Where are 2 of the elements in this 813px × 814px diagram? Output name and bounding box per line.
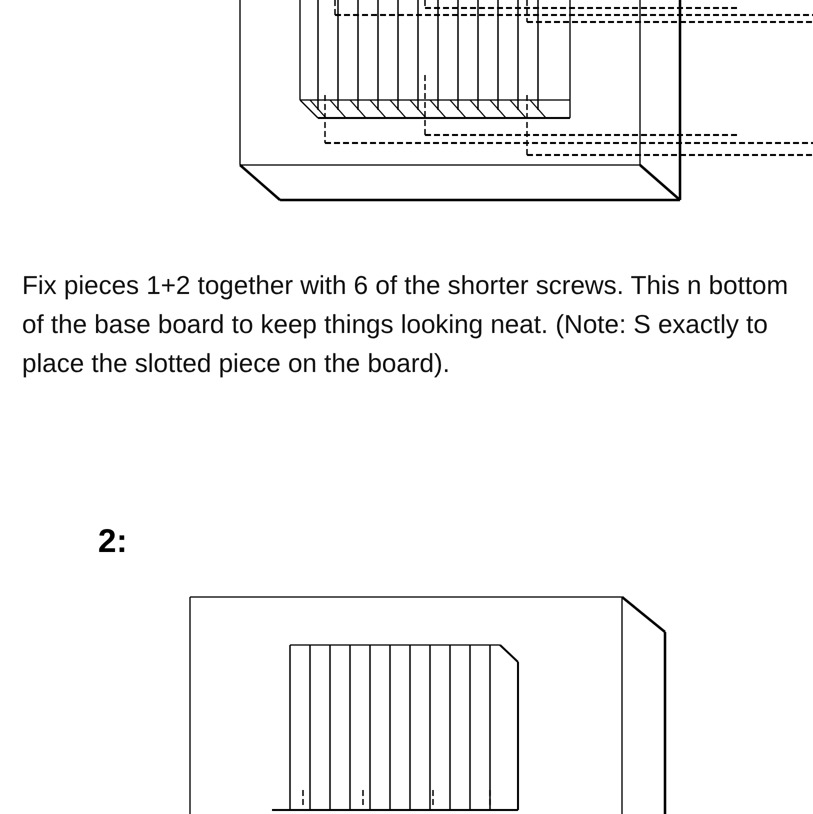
step-number: 2: [98, 522, 128, 560]
instruction-text: Fix pieces 1+2 together with 6 of the shorter screws. This n bottom of the base board to keep things looking neat. (Note: S exactly to place the slotted piece on the board). [22, 269, 790, 380]
